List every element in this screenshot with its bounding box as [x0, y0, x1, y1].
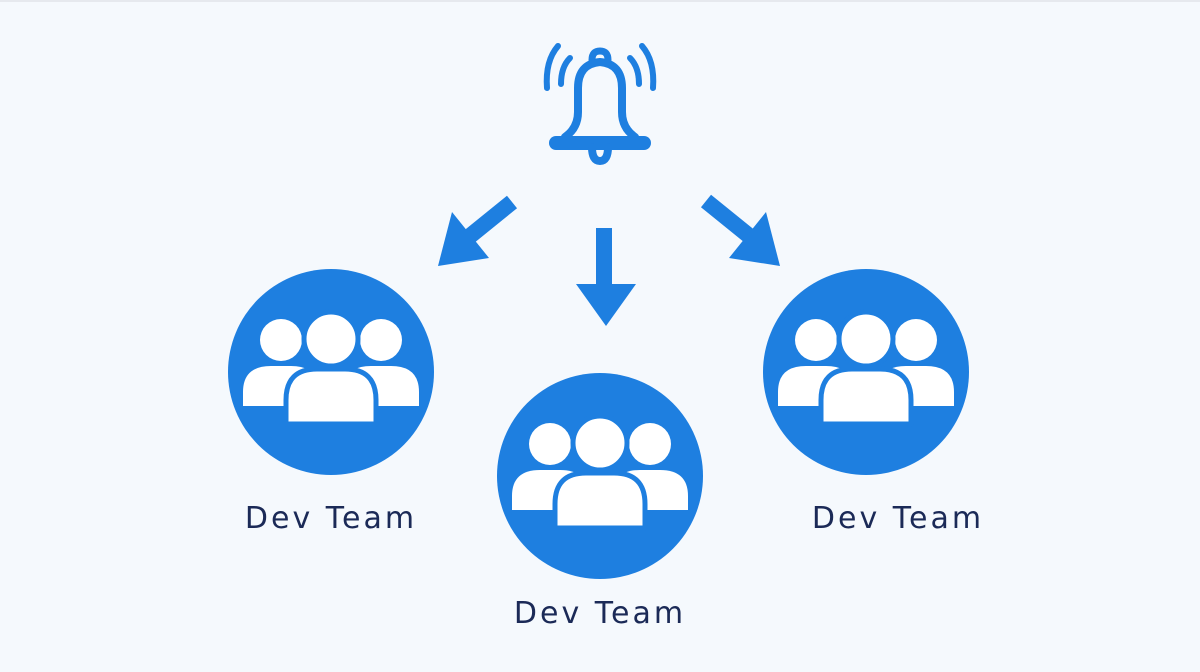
- team-node-left: [228, 269, 434, 475]
- arrow-down-right-icon: [700, 194, 780, 266]
- bell-ringing-icon: [543, 43, 657, 165]
- team-label-left: Dev Team: [244, 501, 418, 536]
- team-label-center: Dev Team: [513, 596, 687, 631]
- team-node-center: [497, 373, 703, 579]
- team-label-right: Dev Team: [811, 501, 985, 536]
- top-divider: [0, 0, 1200, 2]
- arrow-down-icon: [576, 228, 636, 326]
- team-node-right: [763, 269, 969, 475]
- arrow-down-left-icon: [438, 195, 518, 266]
